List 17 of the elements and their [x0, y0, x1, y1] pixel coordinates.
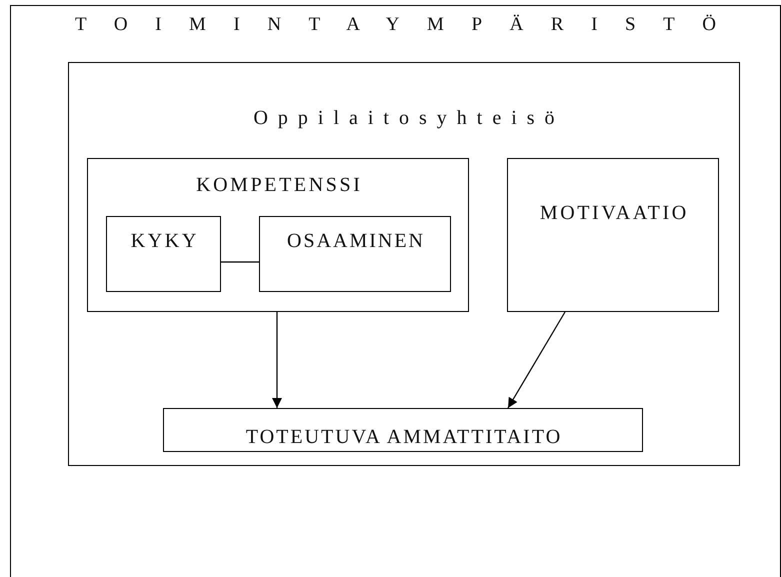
box-heading: KOMPETENSSI: [195, 174, 362, 197]
box-label: KYKY: [130, 230, 199, 253]
box-label: TOTEUTUVA AMMATTITAITO: [244, 426, 562, 449]
box-label: MOTIVAATIO: [538, 202, 689, 225]
process-box: [507, 158, 719, 312]
process-box: [259, 216, 451, 292]
community-box: [68, 62, 740, 466]
environment-frame: [10, 5, 781, 577]
competence-box: [87, 158, 469, 312]
connector-line: [221, 261, 259, 263]
box-heading: Oppilaitosyhteisö: [252, 107, 565, 130]
process-box: [106, 216, 221, 292]
process-box: [163, 408, 643, 452]
frame-title: TOIMINTAYMPÄRISTÖ: [74, 14, 744, 36]
box-label: OSAAMINEN: [286, 230, 425, 253]
arrow: [272, 312, 282, 408]
arrow: [507, 312, 566, 408]
